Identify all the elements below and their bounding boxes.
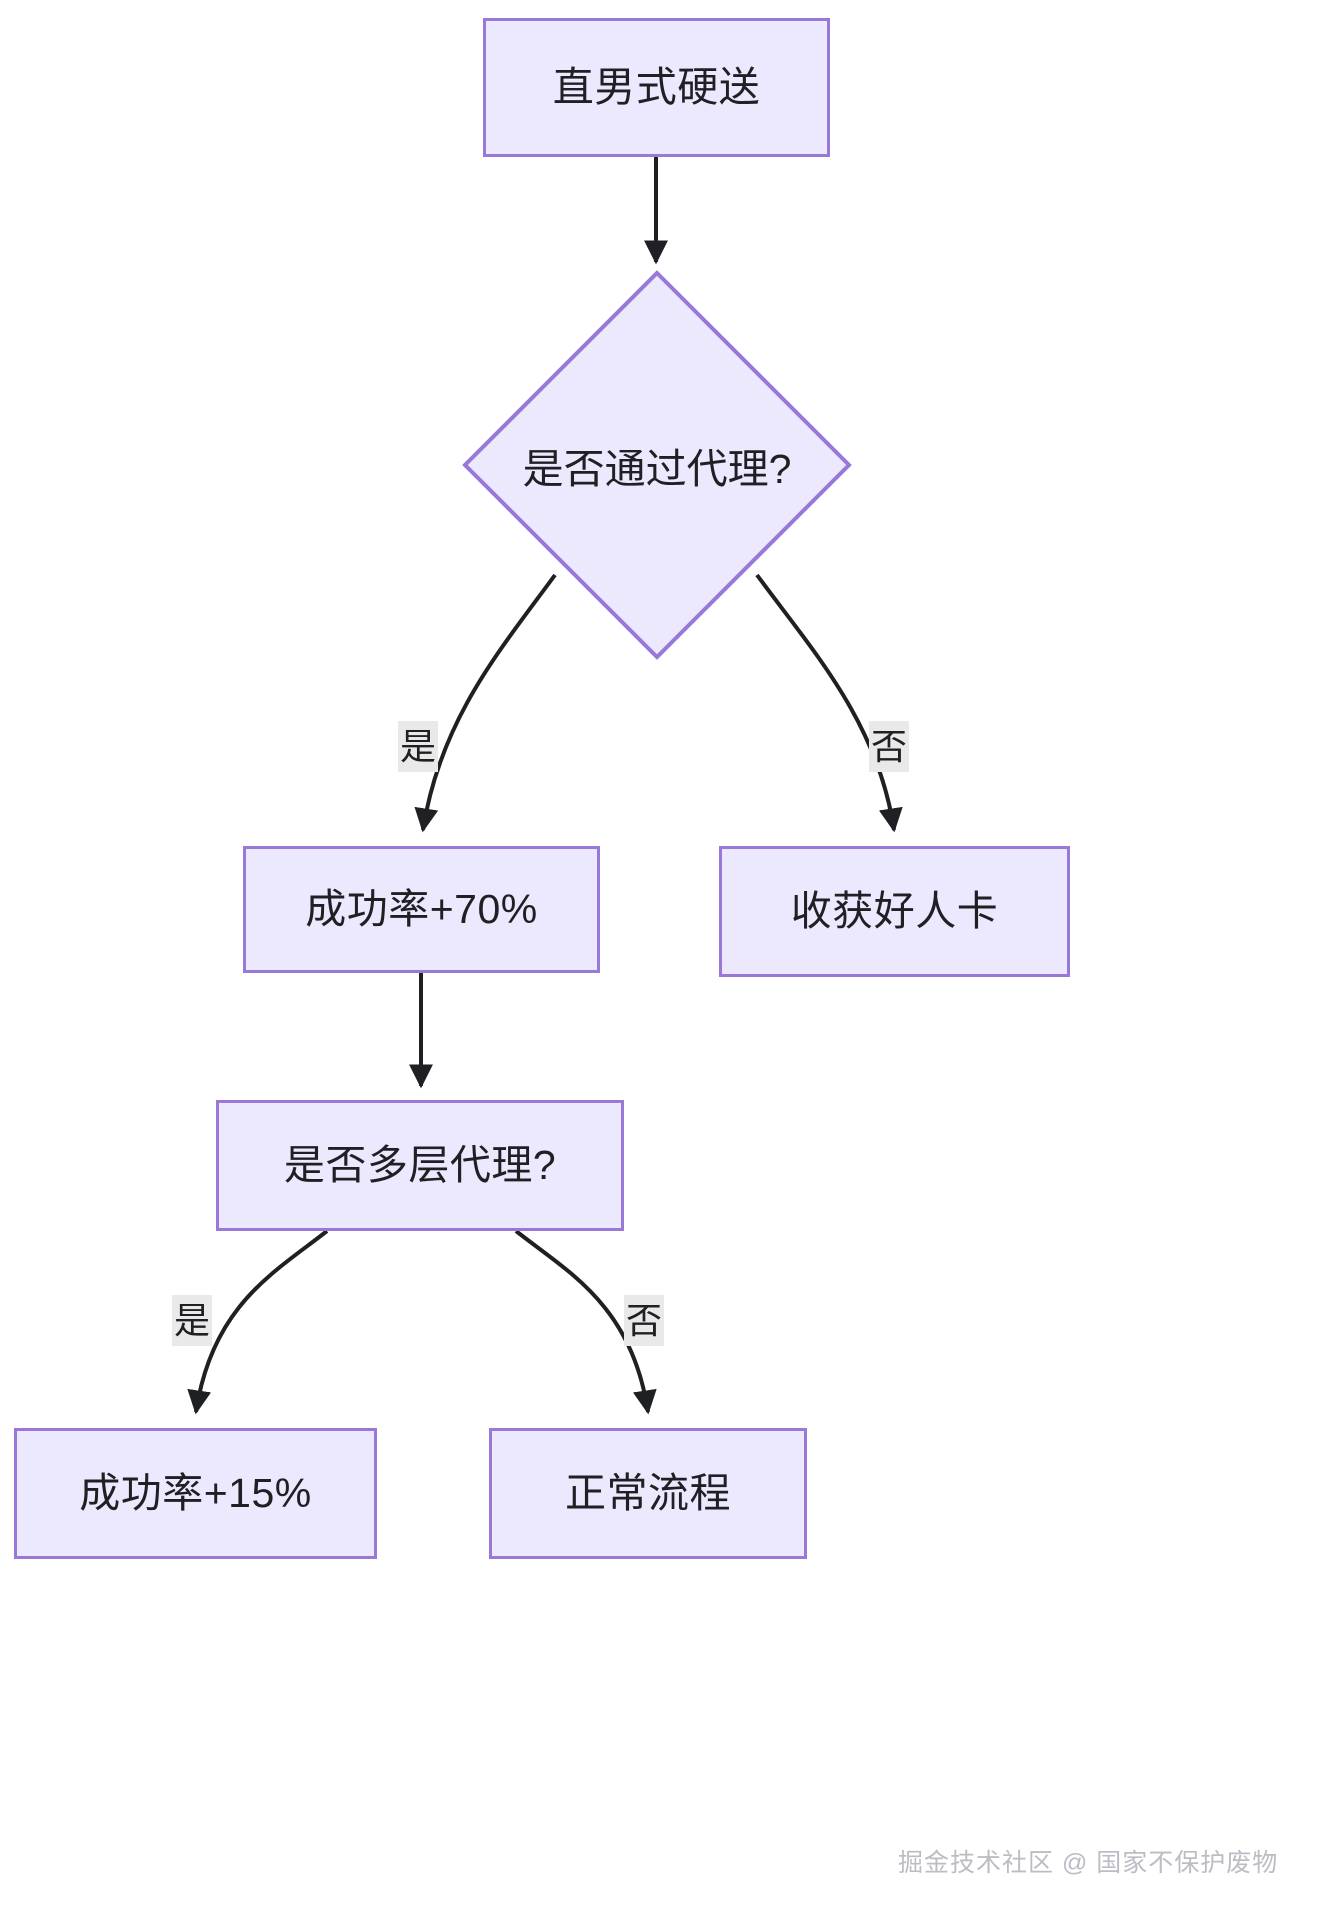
edge-label-no-multilayer-text: 否 xyxy=(626,1300,663,1341)
node-start[interactable]: 直男式硬送 xyxy=(483,18,830,157)
node-start-label: 直男式硬送 xyxy=(552,63,761,110)
edge-label-no-proxy: 否 xyxy=(869,721,910,772)
node-success-rate-70-label: 成功率+70% xyxy=(305,885,538,932)
node-decision-proxy-label: 是否通过代理? xyxy=(522,446,792,492)
node-decision-multilayer-proxy-label: 是否多层代理? xyxy=(283,1141,557,1188)
edge-label-yes-proxy-text: 是 xyxy=(400,726,437,767)
node-good-person-card-label: 收获好人卡 xyxy=(790,887,999,934)
node-normal-process-label: 正常流程 xyxy=(565,1469,731,1516)
node-success-rate-15[interactable]: 成功率+15% xyxy=(14,1428,377,1559)
diamond-shape xyxy=(462,270,852,660)
node-success-rate-70[interactable]: 成功率+70% xyxy=(243,846,600,973)
node-decision-multilayer-proxy[interactable]: 是否多层代理? xyxy=(216,1100,624,1231)
node-decision-proxy[interactable]: 是否通过代理? xyxy=(462,270,852,660)
node-good-person-card[interactable]: 收获好人卡 xyxy=(719,846,1070,977)
edge-label-no-multilayer: 否 xyxy=(624,1295,665,1346)
edge-label-yes-multilayer: 是 xyxy=(172,1295,213,1346)
node-success-rate-15-label: 成功率+15% xyxy=(79,1469,312,1516)
edge-label-no-proxy-text: 否 xyxy=(871,726,908,767)
edge-label-yes-proxy: 是 xyxy=(398,721,439,772)
edge-label-yes-multilayer-text: 是 xyxy=(174,1300,211,1341)
edge-decision2-to-rate15 xyxy=(187,1229,329,1415)
node-normal-process[interactable]: 正常流程 xyxy=(489,1428,807,1559)
watermark: 掘金技术社区 @ 国家不保护废物 xyxy=(898,1849,1279,1877)
